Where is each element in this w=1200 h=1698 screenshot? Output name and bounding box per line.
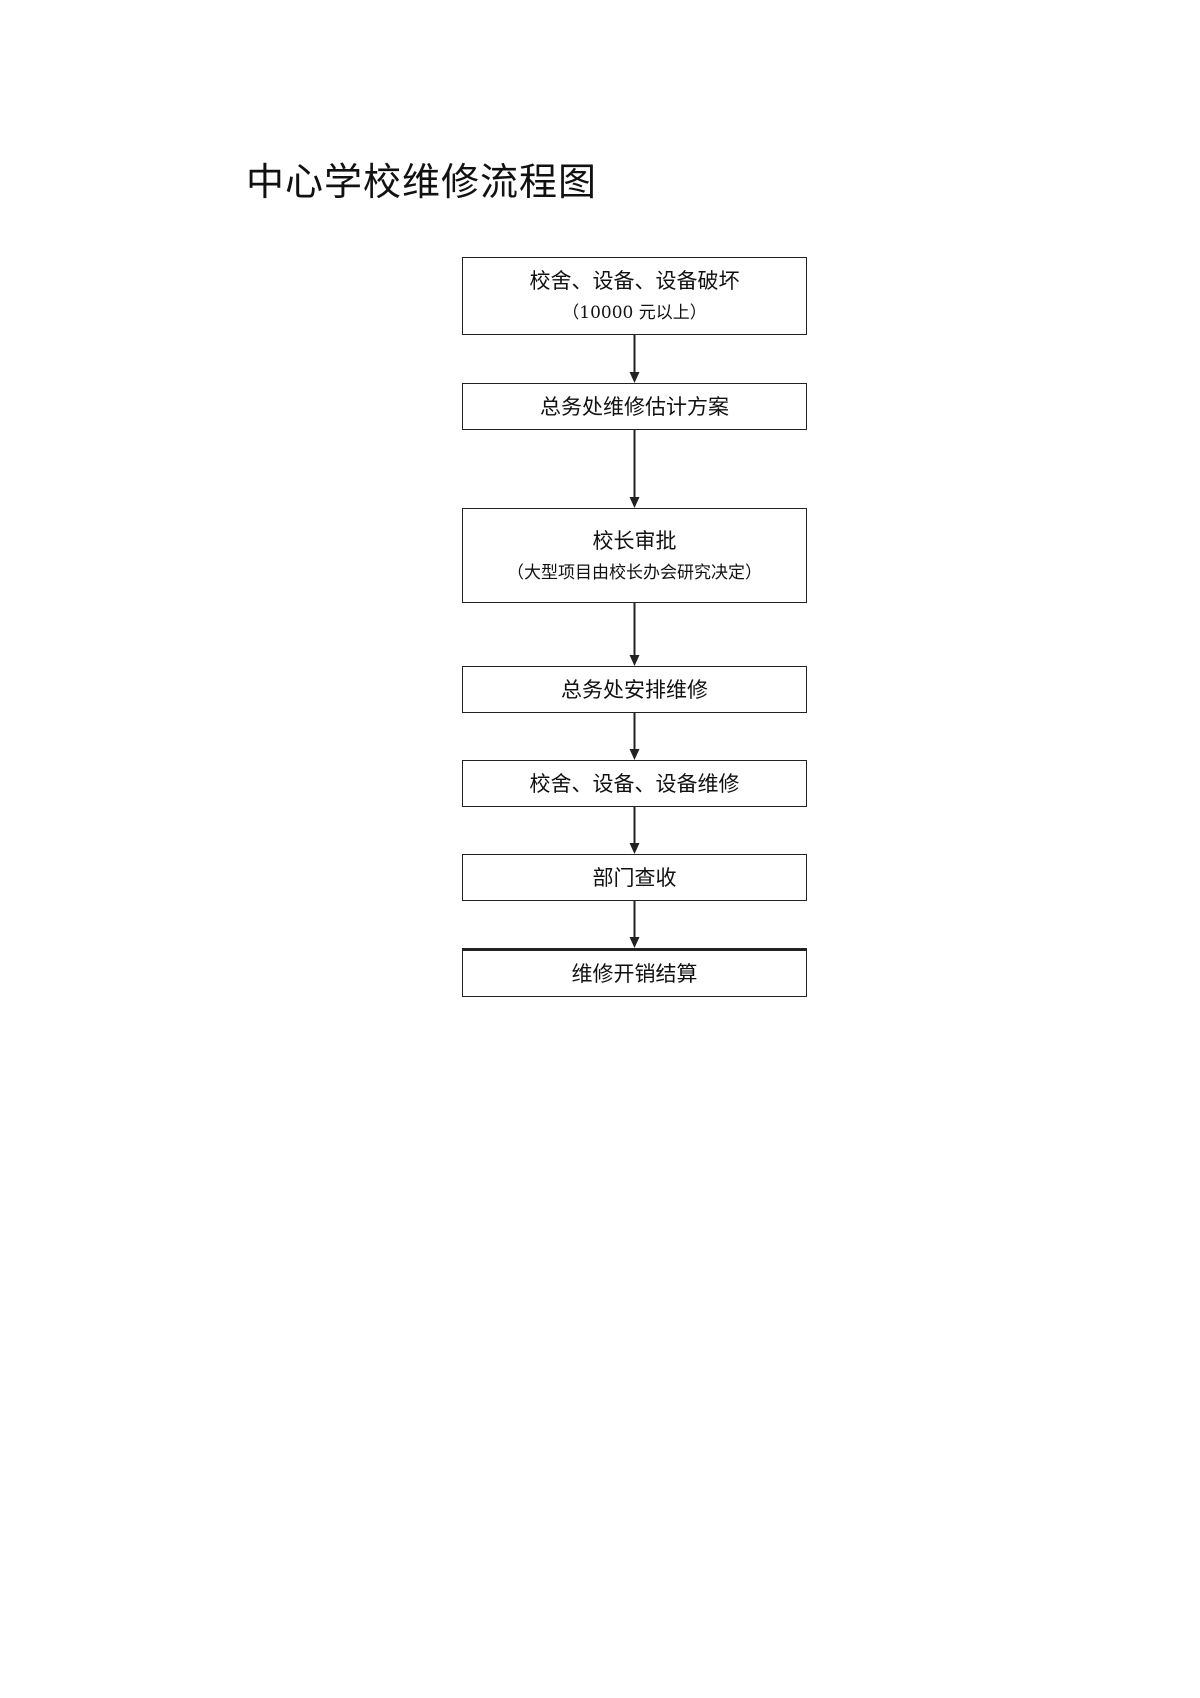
flow-step-note: （10000 元以上） [562, 303, 707, 323]
flow-step-arrange-repair: 总务处安排维修 [462, 666, 807, 713]
flow-step-note: （大型项目由校长办会研究决定） [507, 562, 762, 583]
flow-step-label: 维修开销结算 [571, 961, 698, 986]
flow-step-principal-approval: 校长审批 （大型项目由校长办会研究决定） [462, 508, 807, 603]
flow-arrow-head-4 [629, 749, 640, 760]
flow-arrow-head-2 [629, 497, 640, 508]
flow-arrow-head-5 [629, 843, 640, 854]
flow-step-label: 部门查收 [592, 865, 677, 890]
flow-step-inspection: 部门查收 [462, 854, 807, 901]
flow-step-label: 校舍、设备、设备维修 [529, 771, 740, 796]
flow-step-label: 校舍、设备、设备破坏 [529, 269, 740, 293]
page-title: 中心学校维修流程图 [246, 160, 598, 204]
flow-step-estimate-plan: 总务处维修估计方案 [462, 383, 807, 430]
flow-step-repair: 校舍、设备、设备维修 [462, 760, 807, 807]
flow-arrow-head-1 [629, 372, 640, 383]
flow-arrow-head-3 [629, 655, 640, 666]
flow-step-label: 总务处安排维修 [561, 677, 708, 702]
flow-arrow-head-6 [629, 937, 640, 948]
flow-step-damage-report: 校舍、设备、设备破坏 （10000 元以上） [462, 257, 807, 335]
flow-step-settlement: 维修开销结算 [462, 948, 807, 997]
flow-step-label: 总务处维修估计方案 [540, 394, 729, 419]
flow-step-label: 校长审批 [592, 528, 677, 553]
